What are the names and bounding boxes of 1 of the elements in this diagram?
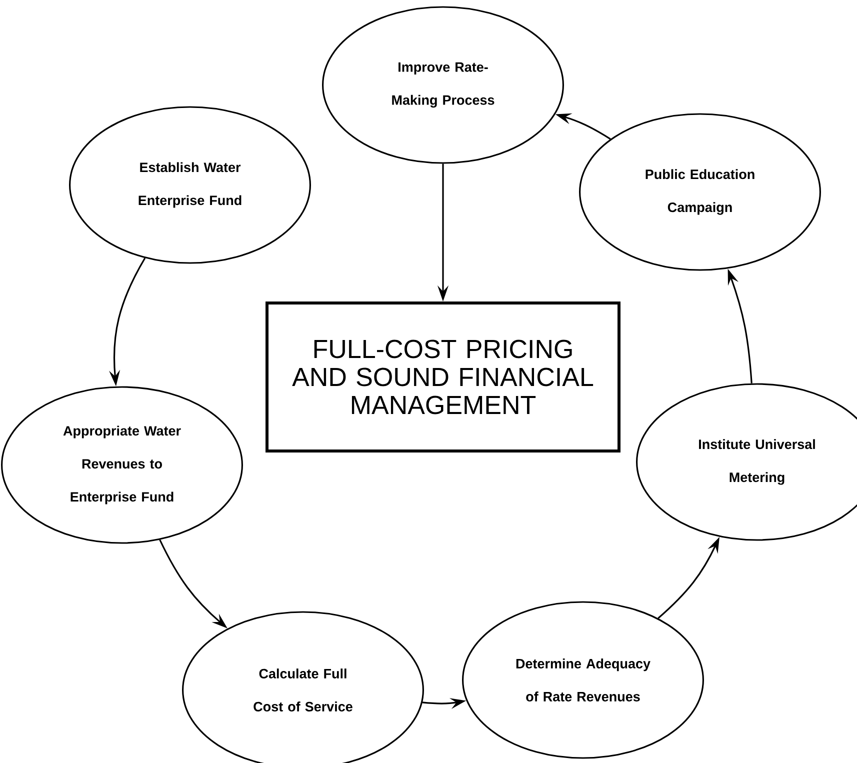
title-box: FULL-COST PRICING AND SOUND FINANCIAL MANAGEMENT — [266, 302, 620, 452]
